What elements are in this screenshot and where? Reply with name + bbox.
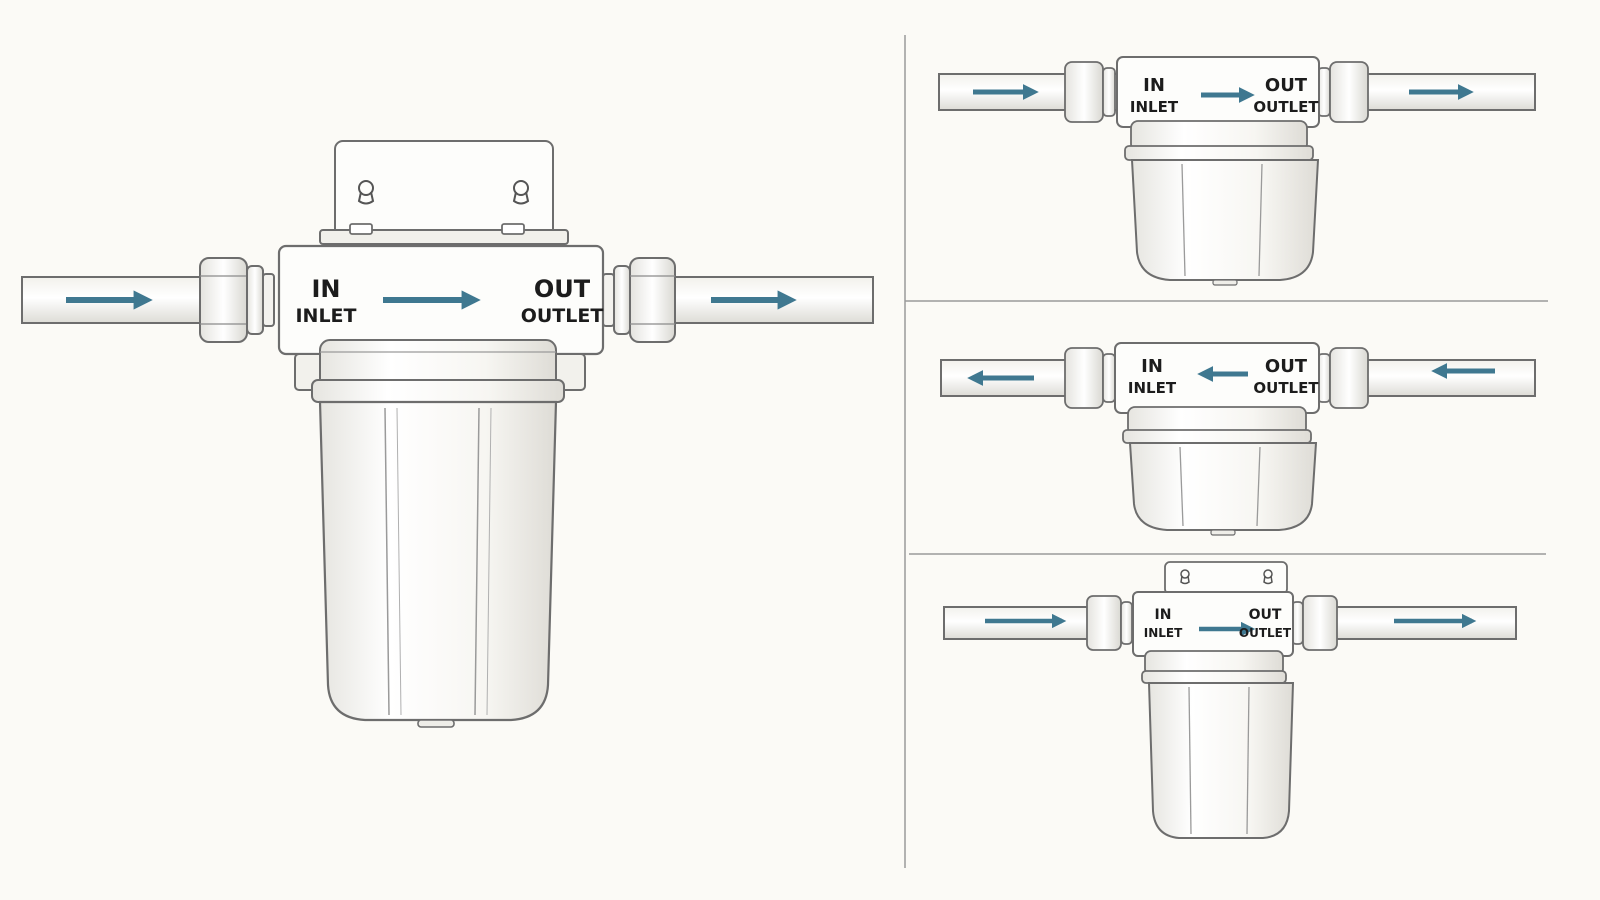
in-label: IN bbox=[311, 275, 340, 303]
filter-bowl bbox=[1124, 120, 1320, 286]
outlet-fitting bbox=[602, 257, 676, 343]
variant-middle-filter: IN INLET OUT OUTLET bbox=[940, 342, 1536, 536]
in-label: IN bbox=[1141, 356, 1163, 377]
outlet-pipe bbox=[1356, 359, 1536, 397]
outlet-fitting bbox=[1317, 61, 1369, 123]
keyhole-slot-left bbox=[1180, 569, 1190, 585]
out-label: OUT bbox=[1265, 356, 1308, 377]
outlet-label: OUTLET bbox=[1253, 98, 1319, 116]
variant-top-filter: IN INLET OUT OUTLET bbox=[938, 56, 1536, 286]
mounting-bracket bbox=[319, 140, 569, 245]
filter-bowl bbox=[1122, 406, 1318, 536]
filter-bowl bbox=[1141, 650, 1295, 839]
in-label: IN bbox=[1143, 75, 1165, 96]
inlet-label: INLET bbox=[1130, 98, 1179, 116]
outlet-label: OUTLET bbox=[1253, 379, 1319, 397]
filter-head bbox=[1114, 342, 1320, 414]
inlet-label: INLET bbox=[295, 305, 356, 327]
filter-head bbox=[1132, 591, 1294, 657]
outlet-fitting bbox=[1317, 347, 1369, 409]
inlet-fitting bbox=[1064, 61, 1116, 123]
outlet-label: OUTLET bbox=[521, 305, 604, 327]
out-label: OUT bbox=[1265, 75, 1308, 96]
inlet-fitting bbox=[1086, 595, 1133, 651]
inlet-label: INLET bbox=[1128, 379, 1177, 397]
main-filter: IN INLET OUT OUTLET bbox=[21, 140, 874, 728]
keyhole-slot-left bbox=[357, 180, 375, 205]
in-label: IN bbox=[1155, 607, 1172, 623]
keyhole-slot-right bbox=[512, 180, 530, 205]
mounting-bracket bbox=[1164, 561, 1288, 595]
inlet-label: INLET bbox=[1144, 626, 1183, 640]
out-label: OUT bbox=[534, 275, 591, 303]
filter-bowl bbox=[311, 339, 565, 728]
outlet-fitting bbox=[1291, 595, 1338, 651]
out-label: OUT bbox=[1249, 607, 1282, 623]
keyhole-slot-right bbox=[1263, 569, 1273, 585]
inlet-fitting bbox=[1064, 347, 1116, 409]
variant-bottom-filter: IN INLET OUT OUTLET bbox=[943, 561, 1517, 839]
inlet-fitting bbox=[199, 257, 275, 343]
outlet-label: OUTLET bbox=[1239, 626, 1292, 640]
